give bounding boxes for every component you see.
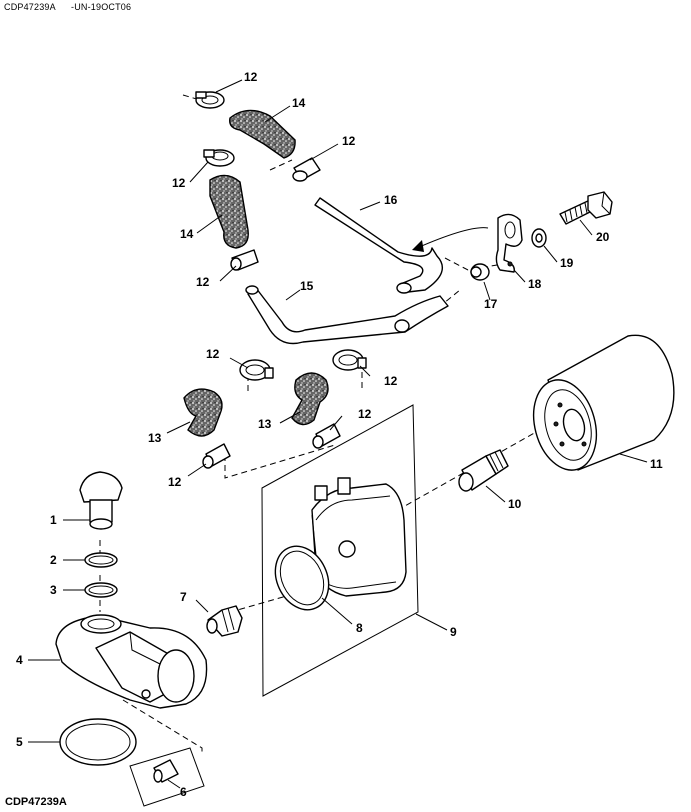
- callout-3: 3: [50, 583, 57, 597]
- fitting-panel: [129, 747, 205, 807]
- footer-figure-code: CDP47239A: [5, 796, 67, 808]
- callout-12-fitting: 12: [196, 275, 210, 289]
- cooler-seal: [274, 545, 330, 611]
- callout-labels: 12 14 12 12 14 12 16 15 17 18 19 20 12 1…: [16, 70, 663, 799]
- cooler-panel-outline: [261, 404, 419, 697]
- elbow-hose-right: [291, 372, 329, 426]
- callout-12-lower-right: 12: [384, 374, 398, 388]
- clamp-upper-right: [292, 157, 321, 182]
- callout-1: 1: [50, 513, 57, 527]
- callout-9: 9: [450, 625, 457, 639]
- callout-12-cooler: 12: [358, 407, 372, 421]
- callout-17: 17: [484, 297, 498, 311]
- clamp-lower-right: [332, 349, 367, 371]
- callout-2: 2: [50, 553, 57, 567]
- callout-12-upper-right: 12: [342, 134, 356, 148]
- callout-20: 20: [596, 230, 610, 244]
- housing-gasket: [59, 718, 137, 766]
- callout-8: 8: [356, 621, 363, 635]
- filter-nipple: [458, 449, 509, 492]
- callout-19: 19: [560, 256, 574, 270]
- callout-6: 6: [180, 785, 187, 799]
- callout-12-bottom: 12: [168, 475, 182, 489]
- leader-lines: [28, 79, 648, 789]
- spacer: [470, 263, 490, 281]
- lower-coolant-tube: [245, 285, 449, 345]
- cap-screw: [559, 191, 613, 225]
- callout-13-right: 13: [258, 417, 272, 431]
- callout-16: 16: [384, 193, 398, 207]
- callout-12-top: 12: [244, 70, 258, 84]
- callout-12-lower-left: 12: [206, 347, 220, 361]
- o-ring-lower: [84, 582, 118, 598]
- callout-18: 18: [528, 277, 542, 291]
- callout-15: 15: [300, 279, 314, 293]
- clamp-middle-left: [203, 149, 235, 167]
- upper-hose: [229, 109, 296, 159]
- callout-12-left: 12: [172, 176, 186, 190]
- callout-7: 7: [180, 590, 187, 604]
- callout-5: 5: [16, 735, 23, 749]
- upper-coolant-tube: [314, 197, 489, 294]
- filter-plug: [79, 471, 123, 530]
- fitting-lower-left: [202, 443, 231, 469]
- callout-14-middle: 14: [180, 227, 194, 241]
- oil-cooler: [311, 477, 407, 597]
- tube-bracket: [495, 213, 523, 273]
- clamp-lower-left: [239, 359, 274, 381]
- elbow-hose-left: [183, 388, 223, 437]
- callout-14-upper: 14: [292, 96, 306, 110]
- oil-filter: [532, 334, 675, 471]
- callout-10: 10: [508, 497, 522, 511]
- washer: [531, 228, 547, 248]
- header-figure-code: CDP47239A: [4, 2, 56, 12]
- header-date-stamp: -UN-19OCT06: [71, 2, 132, 12]
- callout-4: 4: [16, 653, 23, 667]
- middle-hose: [209, 174, 249, 249]
- callout-11: 11: [650, 457, 663, 471]
- cooler-fitting: [206, 605, 243, 637]
- filter-housing: [55, 614, 208, 709]
- callout-13-left: 13: [148, 431, 162, 445]
- clamp-top-left: [195, 91, 225, 109]
- fitting-lower-right: [312, 423, 341, 449]
- o-ring-upper: [84, 552, 118, 568]
